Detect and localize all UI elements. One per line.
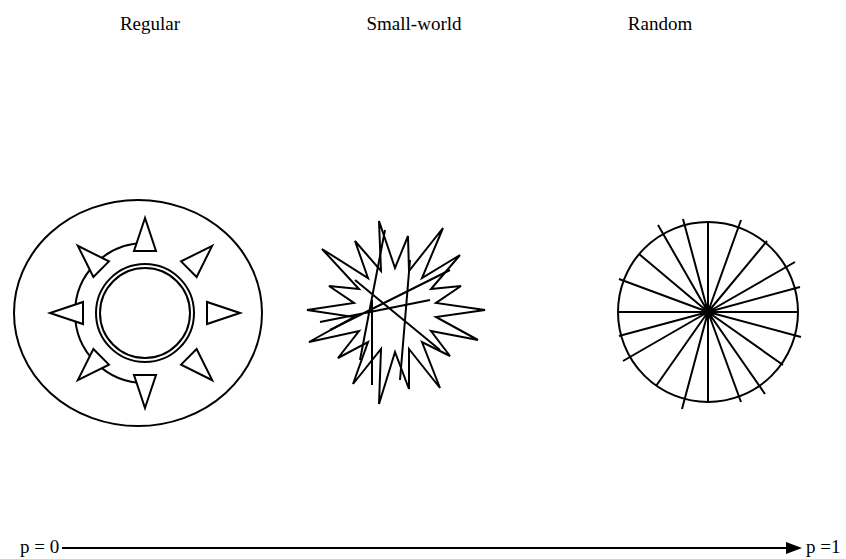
- column-heading: Regular: [120, 14, 180, 35]
- probability-axis: [62, 542, 802, 554]
- axis-label: p = 0: [20, 537, 59, 558]
- column-heading: Small-world: [367, 14, 462, 35]
- axis-label: p =1: [806, 537, 840, 558]
- small-world-network: [307, 221, 485, 404]
- column-heading: Random: [628, 14, 692, 35]
- regular-network: [14, 200, 262, 426]
- random-network: [618, 219, 801, 409]
